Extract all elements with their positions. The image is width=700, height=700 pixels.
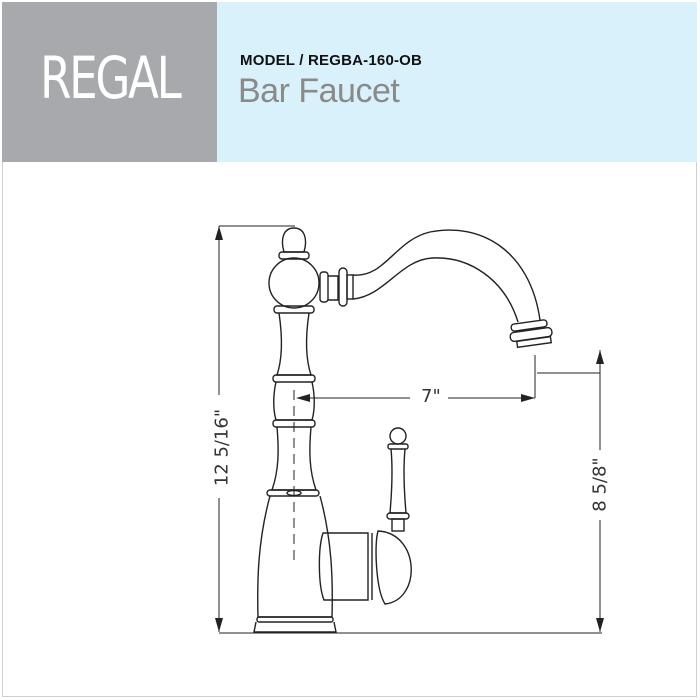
spout-reach-dimension	[296, 355, 536, 402]
brand-panel	[2, 2, 217, 162]
title-panel	[217, 2, 697, 162]
model-number: MODEL / REGBA-160-OB	[240, 52, 423, 69]
handle-lever	[386, 427, 410, 532]
overall-height-dimension	[215, 225, 602, 634]
handle-housing	[318, 530, 412, 605]
brand-logo-text: REGAL	[40, 44, 182, 112]
spout-reach-label: 7"	[421, 386, 441, 407]
spout-height-label: 8 5/8"	[589, 457, 611, 512]
spout-height-dimension	[537, 350, 604, 632]
product-name: Bar Faucet	[238, 72, 400, 110]
overall-height-label: 12 5/16"	[211, 408, 233, 487]
spout	[319, 229, 553, 349]
faucet-body	[253, 227, 337, 633]
